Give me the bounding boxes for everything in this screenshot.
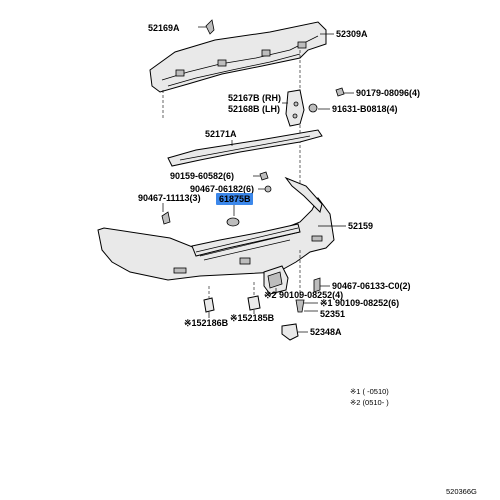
bolt-90109 xyxy=(295,299,305,313)
nut-90179 xyxy=(335,87,345,97)
label-52185b[interactable]: ※152185B xyxy=(230,313,275,323)
label-52171a[interactable]: 52171A xyxy=(205,129,237,139)
label-52351[interactable]: ※2 90109-08252(4) xyxy=(264,290,343,300)
label-90467c[interactable]: 90467-06133-C0(2) xyxy=(332,281,411,291)
label-90109b[interactable]: 52351 xyxy=(320,309,345,319)
plate-52351 xyxy=(263,265,289,295)
diagram-code: 520366G xyxy=(446,487,477,496)
under-cover-part xyxy=(149,21,327,93)
label-90109a[interactable]: ※1 90109-08252(6) xyxy=(320,298,399,308)
bolt-61875b xyxy=(226,217,240,227)
bracket-52167b xyxy=(285,89,305,127)
highlight-61875b xyxy=(216,193,253,205)
label-52348a[interactable]: 52348A xyxy=(310,327,342,337)
label-52309a[interactable]: 52309A xyxy=(336,29,368,39)
label-90159[interactable]: 90159-60582(6) xyxy=(170,171,234,181)
label-52186b[interactable]: ※152186B xyxy=(184,318,229,328)
label-90467b[interactable]: 90467-11113(3) xyxy=(138,193,201,203)
clip-90467a xyxy=(264,185,272,193)
label-90179[interactable]: 90179-08096(4) xyxy=(356,88,420,98)
bracket-52185b xyxy=(247,295,261,311)
label-91631[interactable]: 91631-B0818(4) xyxy=(332,104,398,114)
label-52169a[interactable]: 52169A xyxy=(148,23,180,33)
note-2: ※2 (0510- ) xyxy=(350,398,389,407)
label-52168b[interactable]: 52168B (LH) xyxy=(228,104,280,114)
reinforcement-52171a xyxy=(167,129,323,167)
clip-52169a xyxy=(198,19,215,35)
bracket-52186b xyxy=(203,297,215,313)
label-61875b[interactable]: 61875B xyxy=(219,194,251,204)
label-52167b[interactable]: 52167B (RH) xyxy=(228,93,281,103)
bolt-91631 xyxy=(308,103,318,113)
clip-90467c xyxy=(313,277,321,293)
label-52159[interactable]: 52159 xyxy=(348,221,373,231)
clip-90467b xyxy=(161,211,171,225)
bumper-cover xyxy=(97,176,335,281)
nut-90159 xyxy=(259,171,269,181)
note-1: ※1 ( -0510) xyxy=(350,387,389,396)
label-90467a[interactable]: 90467-06182(6) xyxy=(190,184,254,194)
bracket-52348a xyxy=(281,323,299,341)
